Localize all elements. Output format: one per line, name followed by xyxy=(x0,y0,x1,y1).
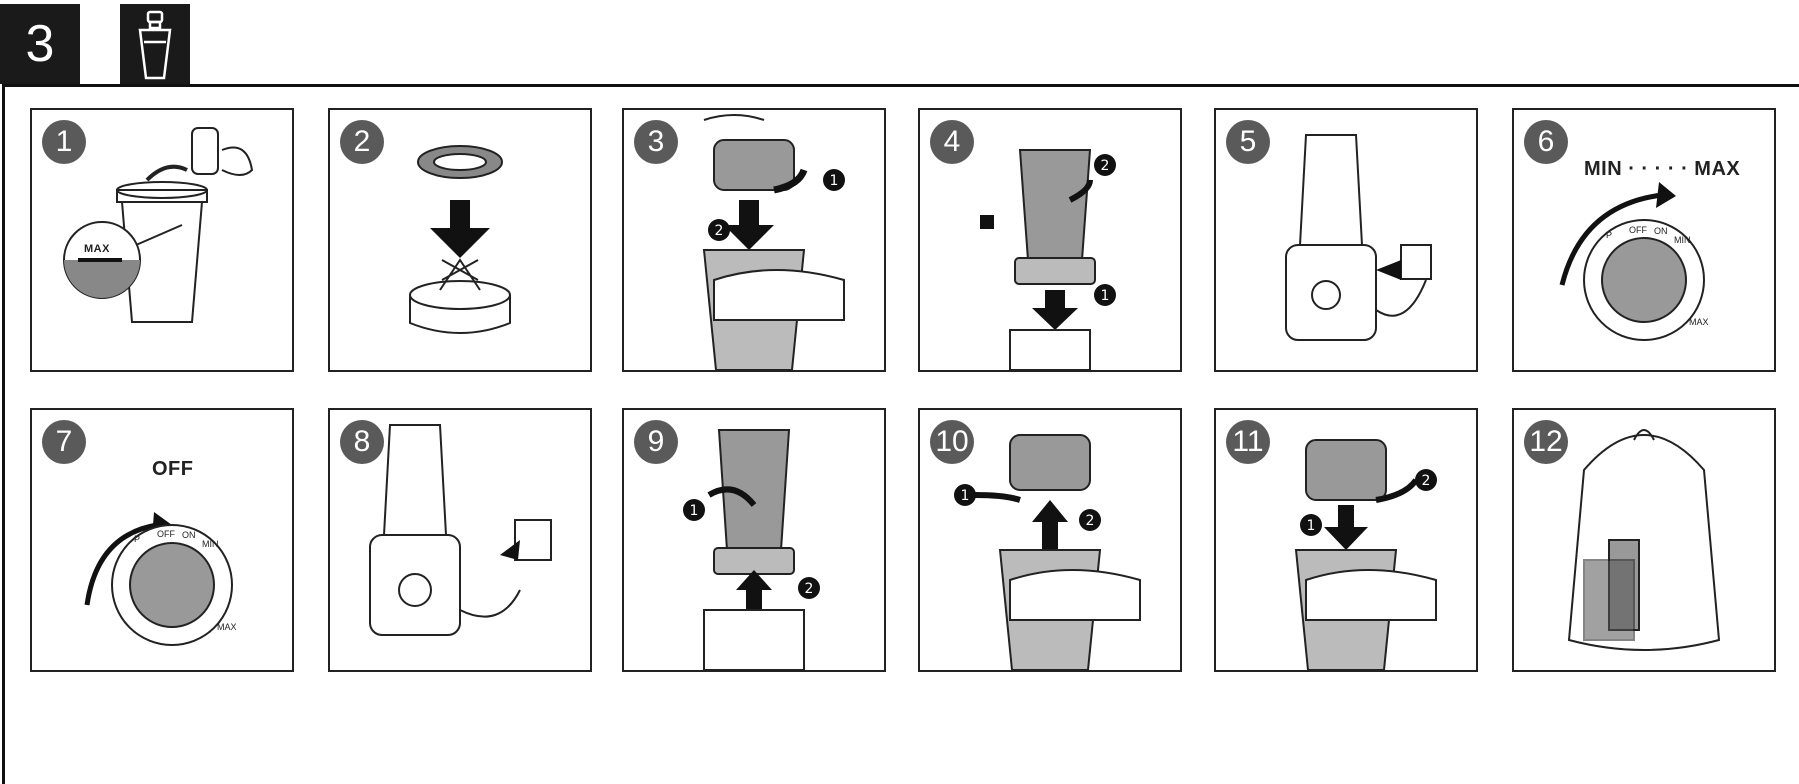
step-panel-9: 9 1 2 xyxy=(622,408,886,672)
dial-off-label: OFF xyxy=(1629,225,1647,235)
step-badge: 11 xyxy=(1226,420,1270,464)
step-badge: 1 xyxy=(42,120,86,164)
step-panel-12: 12 xyxy=(1512,408,1776,672)
bottle-icon xyxy=(120,4,190,84)
callout-2: 2 xyxy=(715,223,724,239)
dial-max-label: MAX xyxy=(217,622,237,632)
callout-2: 2 xyxy=(805,581,814,597)
dial-on-label: ON xyxy=(1654,226,1668,236)
section-number: 3 xyxy=(0,4,80,84)
callout-2: 2 xyxy=(1101,158,1110,174)
lock-icon xyxy=(980,215,994,229)
dial-p-label: P xyxy=(134,534,140,544)
max-label: MAX xyxy=(84,243,110,255)
step-panel-2: 2 xyxy=(328,108,592,372)
dial-off-label: OFF xyxy=(157,529,175,539)
step-panel-4: 4 2 1 xyxy=(918,108,1182,372)
step-badge: 4 xyxy=(930,120,974,164)
step-badge: 8 xyxy=(340,420,384,464)
step-panel-5: 5 xyxy=(1214,108,1478,372)
step-panel-8: 8 xyxy=(328,408,592,672)
step-panel-10: 10 1 2 xyxy=(918,408,1182,672)
dial-min-label: MIN xyxy=(202,539,219,549)
callout-1: 1 xyxy=(1307,518,1316,534)
dial-min-label: MIN xyxy=(1674,235,1691,245)
callout-2: 2 xyxy=(1422,473,1431,489)
step-badge: 6 xyxy=(1524,120,1568,164)
callout-1: 1 xyxy=(961,488,970,504)
step-badge: 9 xyxy=(634,420,678,464)
step-badge: 12 xyxy=(1524,420,1568,464)
step-badge: 7 xyxy=(42,420,86,464)
step-badge: 2 xyxy=(340,120,384,164)
dial-p-label: P xyxy=(1606,230,1612,240)
dial-on-label: ON xyxy=(182,530,196,540)
step-panel-11: 11 2 1 xyxy=(1214,408,1478,672)
off-label: OFF xyxy=(152,458,194,481)
callout-2: 2 xyxy=(1086,513,1095,529)
range-label: MIN · · · · · MAX xyxy=(1584,158,1740,181)
step-panel-3: 3 1 2 xyxy=(622,108,886,372)
step-panel-7: 7 OFF P OFF ON MIN MAX xyxy=(30,408,294,672)
step-panel-6: 6 MIN · · · · · MAX P OFF ON MIN MAX xyxy=(1512,108,1776,372)
callout-1: 1 xyxy=(830,173,839,189)
callout-1: 1 xyxy=(1101,288,1110,304)
callout-1: 1 xyxy=(690,503,699,519)
dial-max-label: MAX xyxy=(1689,317,1709,327)
step-badge: 5 xyxy=(1226,120,1270,164)
step-badge: 10 xyxy=(930,420,974,464)
step-panel-1: 1 MAX xyxy=(30,108,294,372)
step-badge: 3 xyxy=(634,120,678,164)
